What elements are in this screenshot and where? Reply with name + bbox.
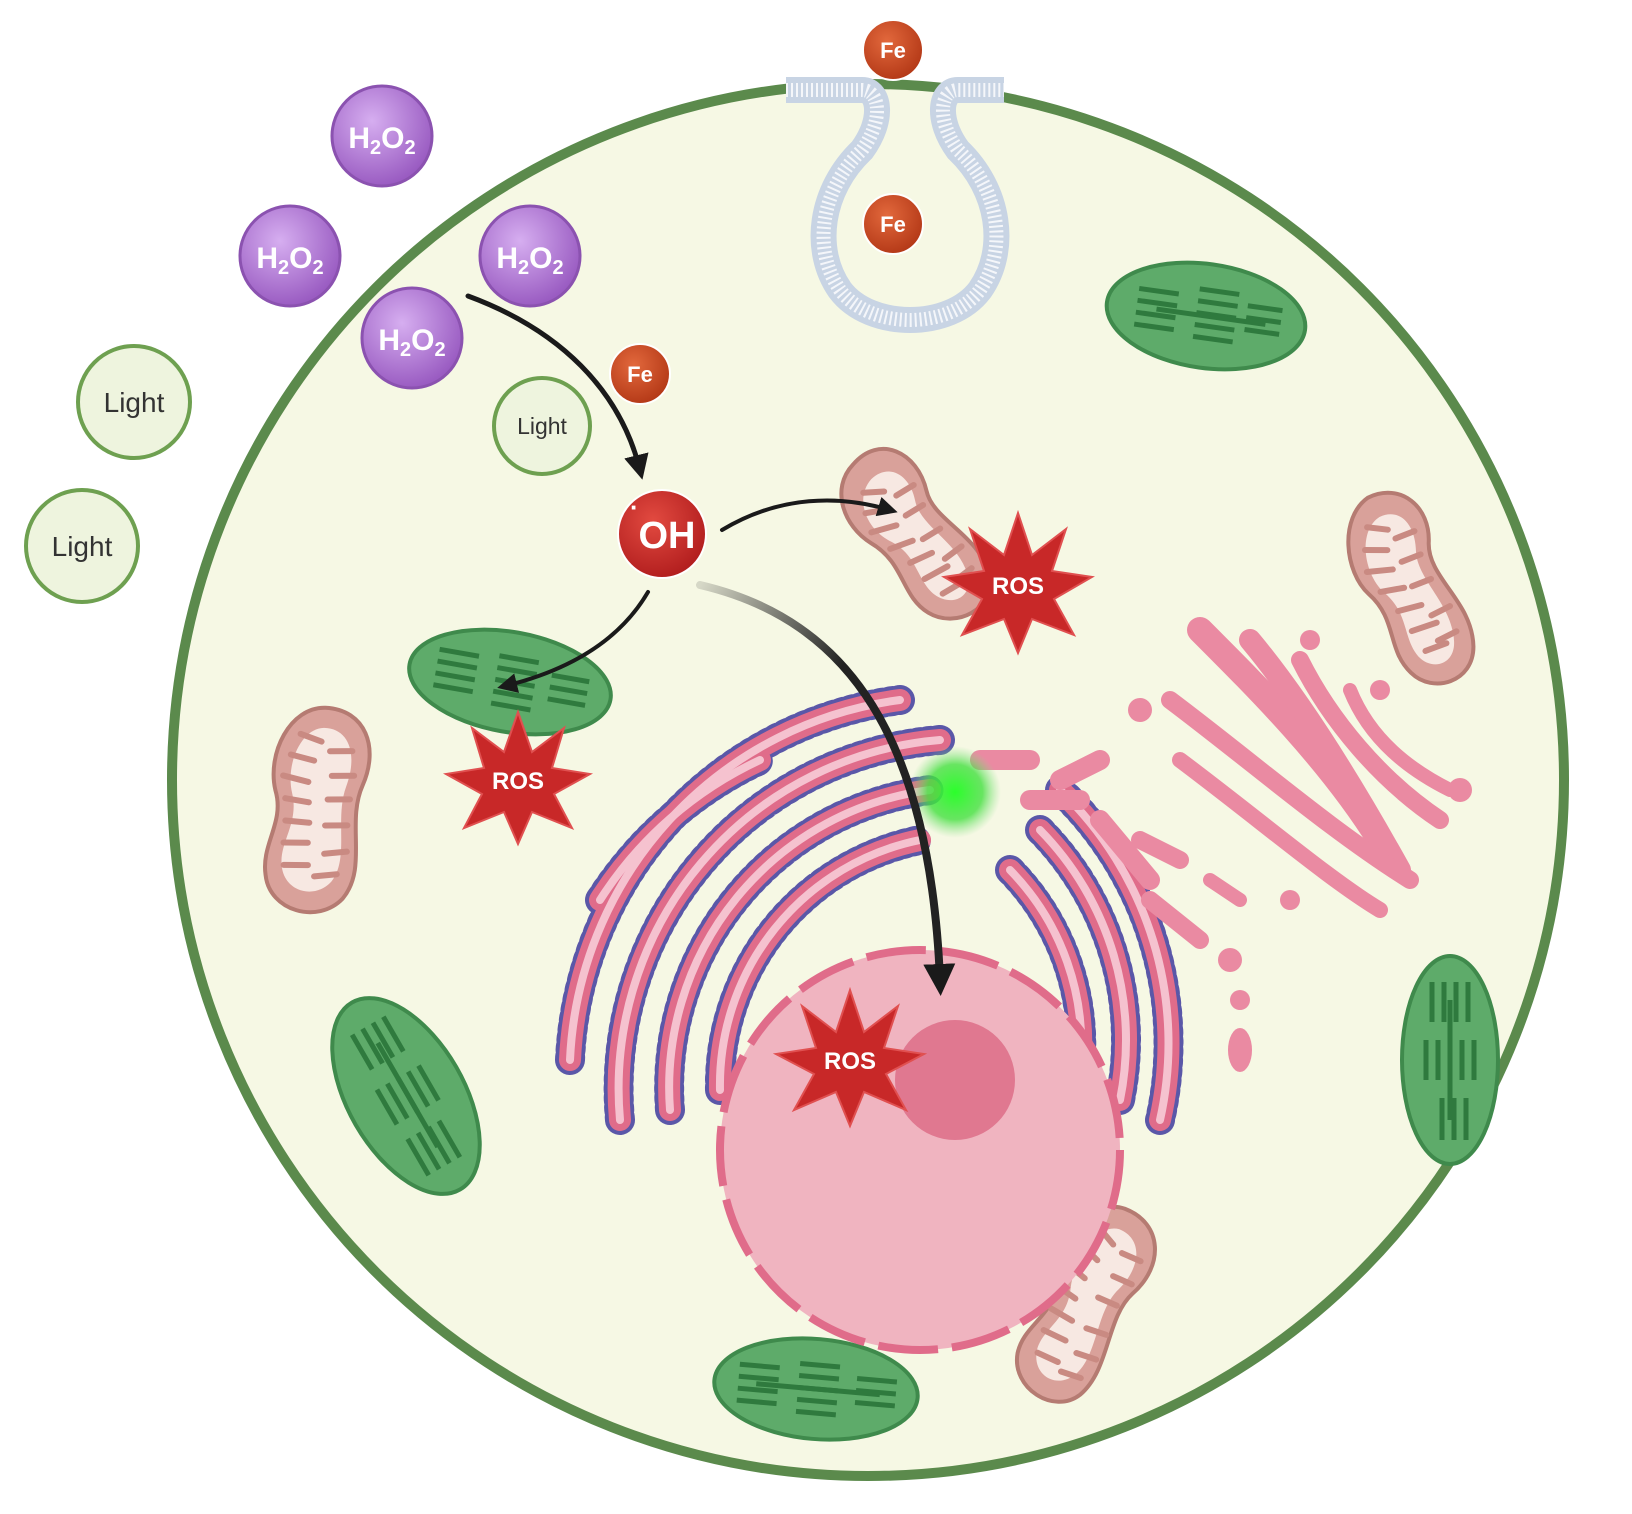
endocytic-vesicle <box>786 77 1010 333</box>
h2o2-molecule: H2O2 <box>478 204 582 308</box>
fe-ion: Fe <box>609 343 671 405</box>
ros-label: ROS <box>824 1048 876 1075</box>
arrow-oh-to-nucleus <box>696 581 956 996</box>
h2o2-label: H2O2 <box>378 324 445 361</box>
hydroxyl-radical: · OH <box>617 489 707 579</box>
ros-burst: ROS <box>941 509 1095 656</box>
nucleolus <box>895 1020 1015 1140</box>
fe-label: Fe <box>880 38 906 63</box>
mitochondrion <box>1346 490 1476 686</box>
h2o2-label: H2O2 <box>348 122 415 159</box>
h2o2-label: H2O2 <box>496 242 563 279</box>
ros-burst: ROS <box>442 708 594 847</box>
fe-label: Fe <box>627 362 653 387</box>
h2o2-label: H2O2 <box>256 242 323 279</box>
mitochondrion <box>262 705 372 915</box>
golgi-apparatus <box>970 617 1457 949</box>
light-photon: Light <box>492 376 592 476</box>
chloroplast <box>1400 954 1500 1166</box>
light-label: Light <box>104 387 165 418</box>
ros-label: ROS <box>492 768 544 795</box>
oh-radical-dot: · <box>630 492 639 522</box>
oh-label: OH <box>639 515 696 557</box>
fe-ion: Fe <box>862 193 924 255</box>
light-photon: Light <box>24 488 140 604</box>
light-photon: Light <box>76 344 192 460</box>
light-label: Light <box>52 531 113 562</box>
ros-label: ROS <box>992 573 1044 600</box>
fe-ion: Fe <box>862 19 924 81</box>
reaction-arrows <box>465 293 956 996</box>
h2o2-molecule: H2O2 <box>360 286 464 390</box>
ros-burst: ROS <box>772 986 928 1129</box>
light-label: Light <box>517 413 567 439</box>
arrow-oh-to-chloroplast <box>497 590 650 693</box>
fe-label: Fe <box>880 212 906 237</box>
arrow-oh-to-mitochondrion <box>720 496 898 532</box>
nucleus <box>716 946 1124 1354</box>
mitochondrion <box>1015 1204 1157 1404</box>
h2o2-molecule: H2O2 <box>330 84 434 188</box>
chloroplast <box>1104 260 1308 372</box>
h2o2-molecule: H2O2 <box>238 204 342 308</box>
arrow-h2o2-to-oh <box>465 293 649 480</box>
chloroplast <box>712 1336 920 1442</box>
chloroplast <box>330 996 482 1196</box>
fluorescent-probe-glow <box>909 746 1001 838</box>
golgi-vesicle <box>1128 630 1472 1072</box>
